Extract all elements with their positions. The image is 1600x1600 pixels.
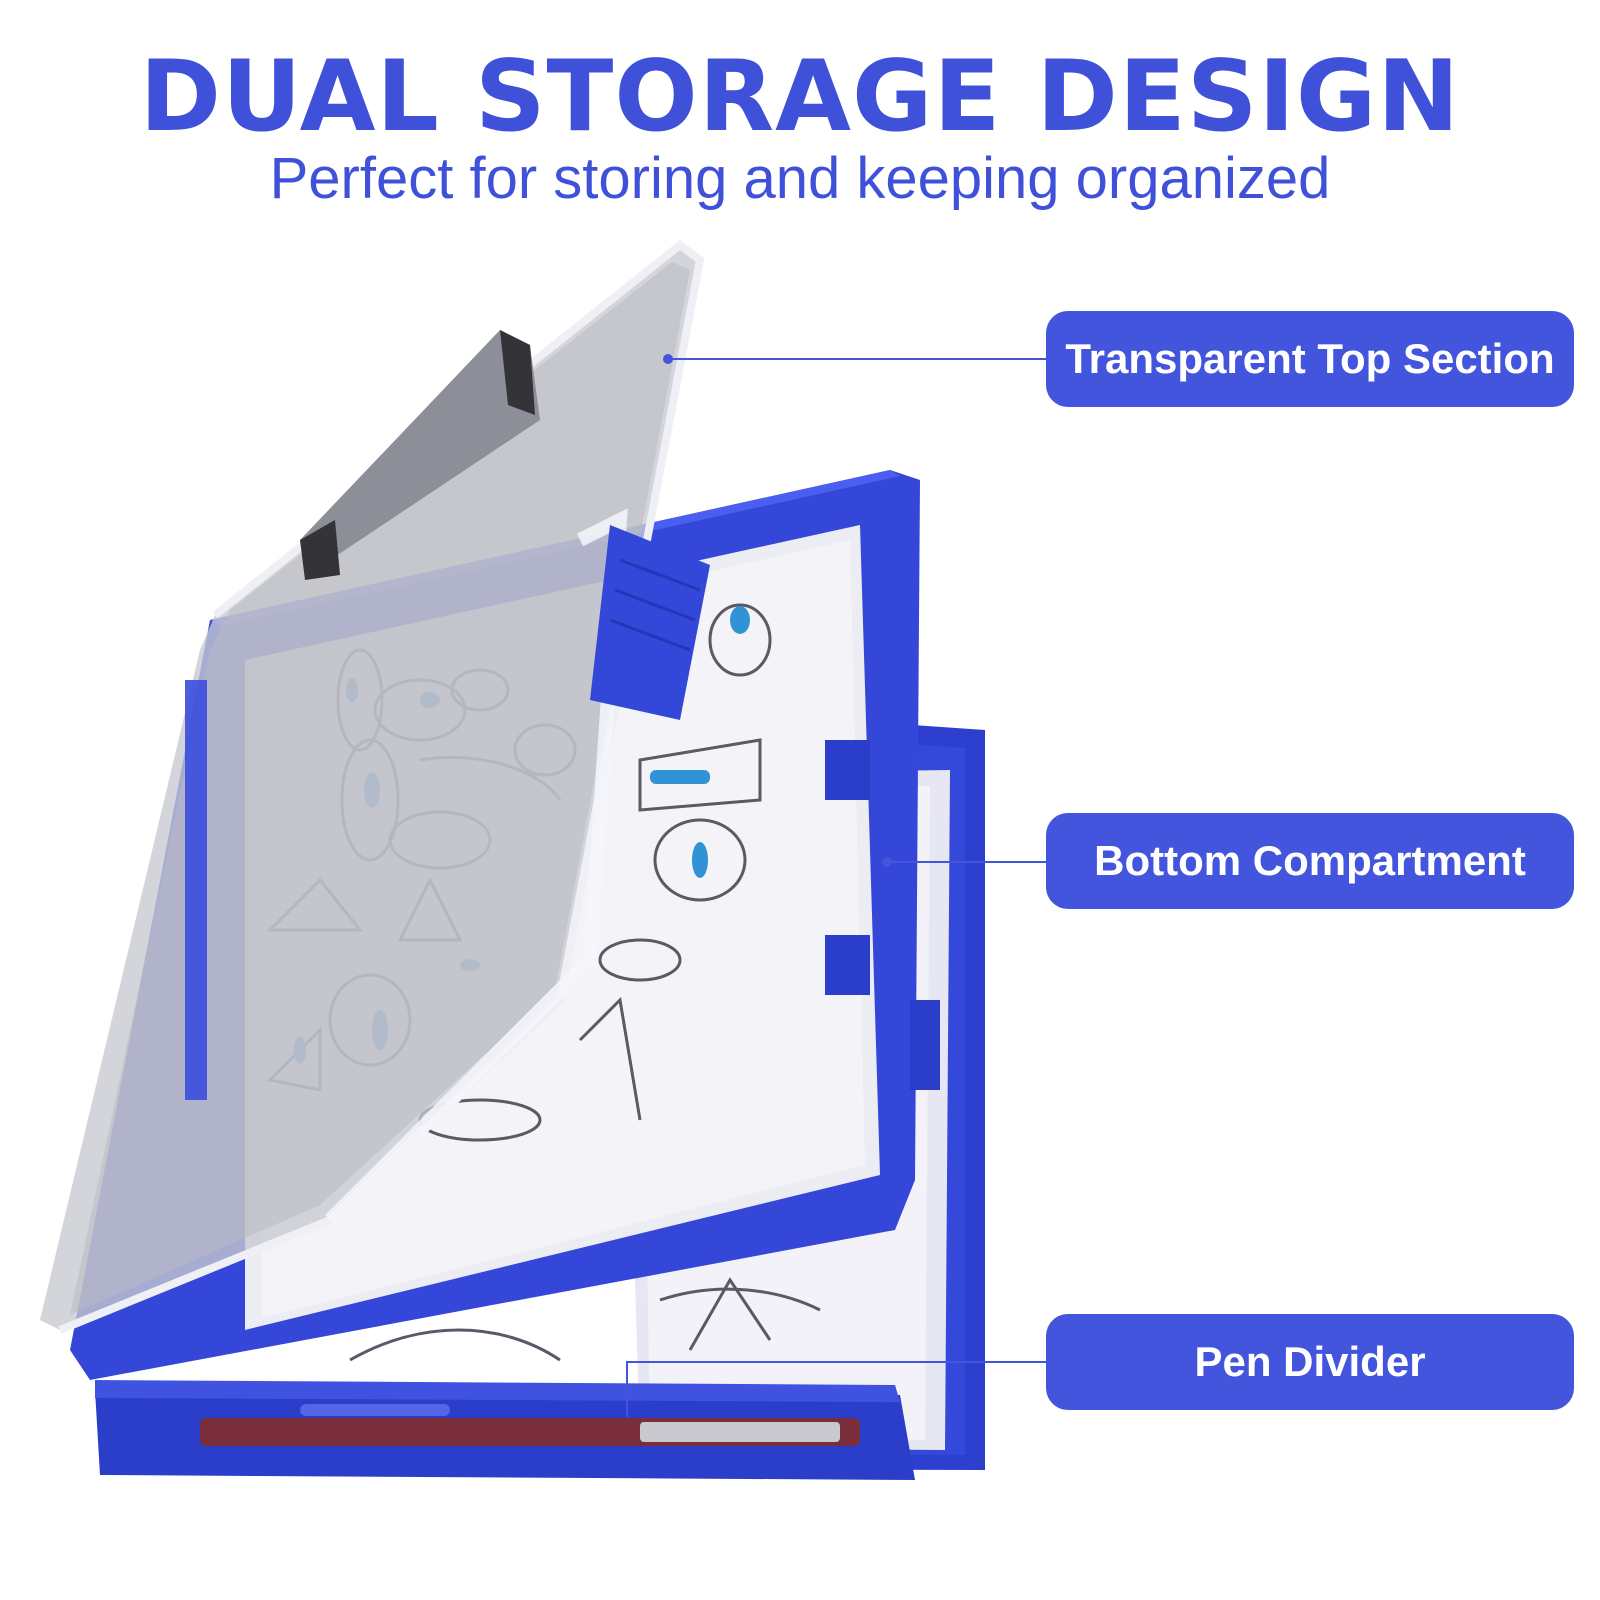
callout-line-pen	[626, 1361, 1046, 1363]
label-transparent-top-section: Transparent Top Section	[1046, 311, 1574, 407]
callout-vline-pen	[626, 1361, 628, 1417]
label-bottom-compartment: Bottom Compartment	[1046, 813, 1574, 909]
lower-tray-base	[95, 1380, 915, 1480]
callout-line-bottom	[887, 861, 1046, 863]
pen-holder-bar	[590, 525, 710, 720]
transparent-top-lid	[40, 239, 705, 1334]
headline: DUAL STORAGE DESIGN	[139, 40, 1461, 154]
subheadline: Perfect for storing and keeping organize…	[269, 146, 1331, 211]
callout-line-top	[668, 358, 1046, 360]
clip-icon	[300, 330, 540, 580]
label-pen-divider: Pen Divider	[1046, 1314, 1574, 1410]
